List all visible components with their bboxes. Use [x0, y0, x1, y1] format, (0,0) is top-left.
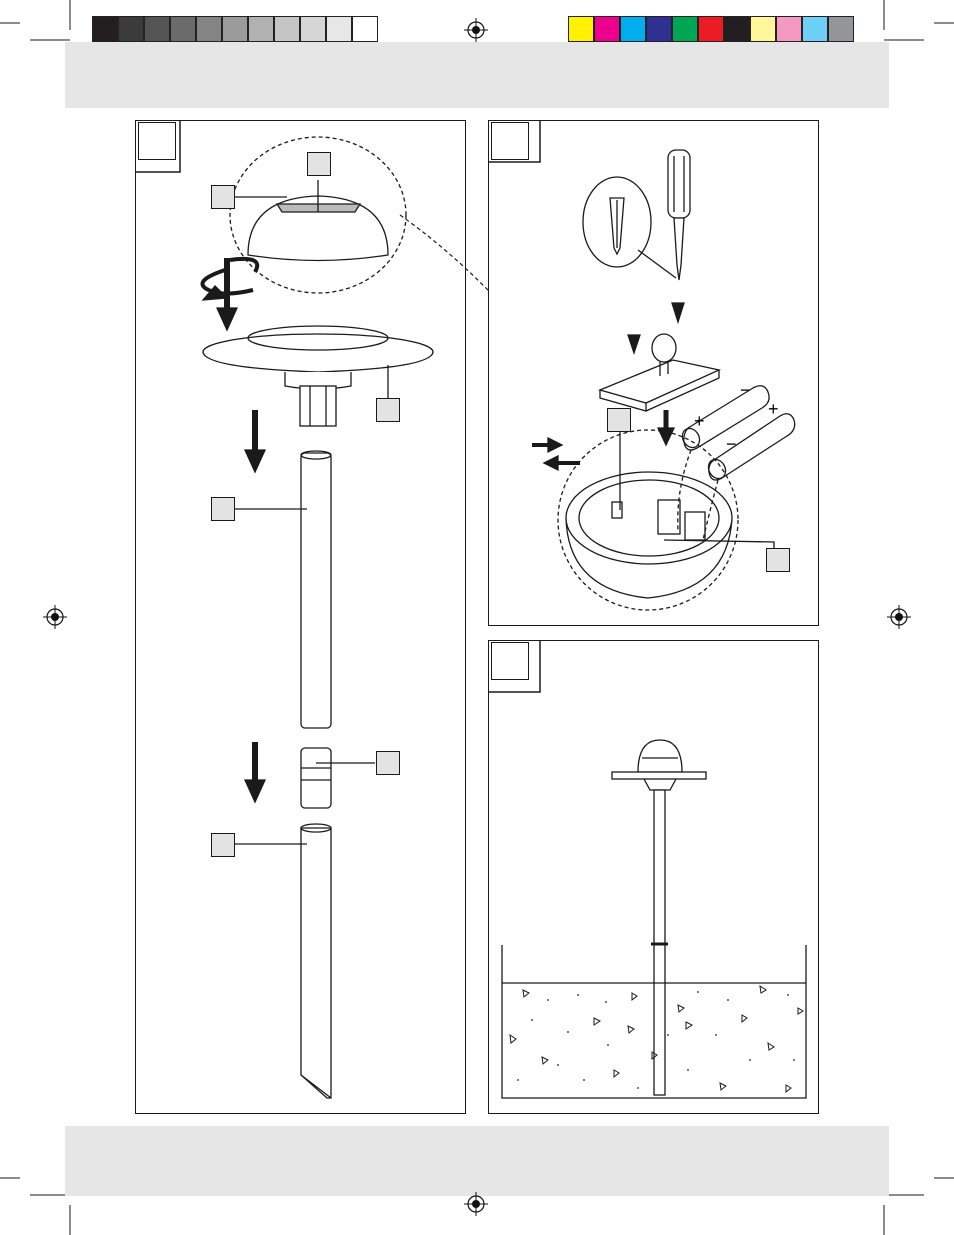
gray-swatch: [92, 16, 118, 42]
gray-swatch: [196, 16, 222, 42]
color-swatch: [646, 16, 672, 42]
led-bulb: [651, 333, 677, 363]
assembly-drawing: [200, 136, 434, 1099]
color-swatch: [698, 16, 724, 42]
registration-target-bottom: [464, 1192, 488, 1216]
ground-spike-tube: [300, 827, 332, 1099]
plus-sign-1: +: [694, 411, 705, 431]
battery-drawing: [532, 149, 796, 611]
gray-color-bar: [92, 16, 378, 42]
battery-panel-tab: [488, 120, 541, 163]
color-swatch: [750, 16, 776, 42]
gray-swatch: [170, 16, 196, 42]
callout-solar-cap: [211, 185, 235, 209]
step-number-box-3: [491, 642, 529, 680]
header-band: [65, 42, 889, 108]
assembly-panel-tab: [135, 120, 181, 173]
callout-solar-panel: [307, 152, 331, 176]
gray-swatch: [248, 16, 274, 42]
gray-swatch: [222, 16, 248, 42]
battery-housing-detail-circle: [557, 429, 739, 611]
color-swatch: [620, 16, 646, 42]
screwdriver-handle: [667, 149, 691, 219]
upper-tube: [300, 452, 332, 729]
plus-sign-2: +: [768, 399, 779, 419]
installed-lamp-head: [637, 739, 683, 773]
rotate-arrow-icon: [200, 268, 254, 296]
process-color-bar: [568, 16, 854, 42]
color-swatch: [594, 16, 620, 42]
callout-battery-compartment: [766, 548, 790, 572]
color-swatch: [724, 16, 750, 42]
gray-swatch: [144, 16, 170, 42]
footer-band: [65, 1126, 889, 1196]
step-number-box-2: [491, 122, 529, 160]
screw-icon: [671, 302, 685, 325]
callout-lamp-base: [376, 398, 400, 422]
gray-swatch: [352, 16, 378, 42]
callout-switch: [607, 408, 631, 432]
minus-sign-1: −: [740, 380, 751, 400]
callout-connector: [376, 751, 400, 775]
soil-texture: [509, 984, 804, 1094]
registration-target-top: [464, 18, 488, 42]
minus-sign-2: −: [726, 434, 737, 454]
color-swatch: [802, 16, 828, 42]
color-swatch: [672, 16, 698, 42]
gray-swatch: [274, 16, 300, 42]
callout-upper-tube: [211, 497, 235, 521]
gray-swatch: [118, 16, 144, 42]
color-swatch: [828, 16, 854, 42]
callout-ground-spike: [211, 833, 235, 857]
installation-panel-tab: [488, 640, 541, 693]
color-swatch: [568, 16, 594, 42]
registration-target-left: [43, 605, 67, 629]
step-number-box-1: [138, 122, 176, 160]
color-swatch: [776, 16, 802, 42]
installation-drawing: [501, 739, 807, 1099]
battery-cells: [681, 385, 796, 481]
gray-swatch: [326, 16, 352, 42]
solar-cap-dome: [247, 195, 389, 262]
gray-swatch: [300, 16, 326, 42]
registration-target-right: [887, 605, 911, 629]
tube-connector: [300, 747, 332, 809]
